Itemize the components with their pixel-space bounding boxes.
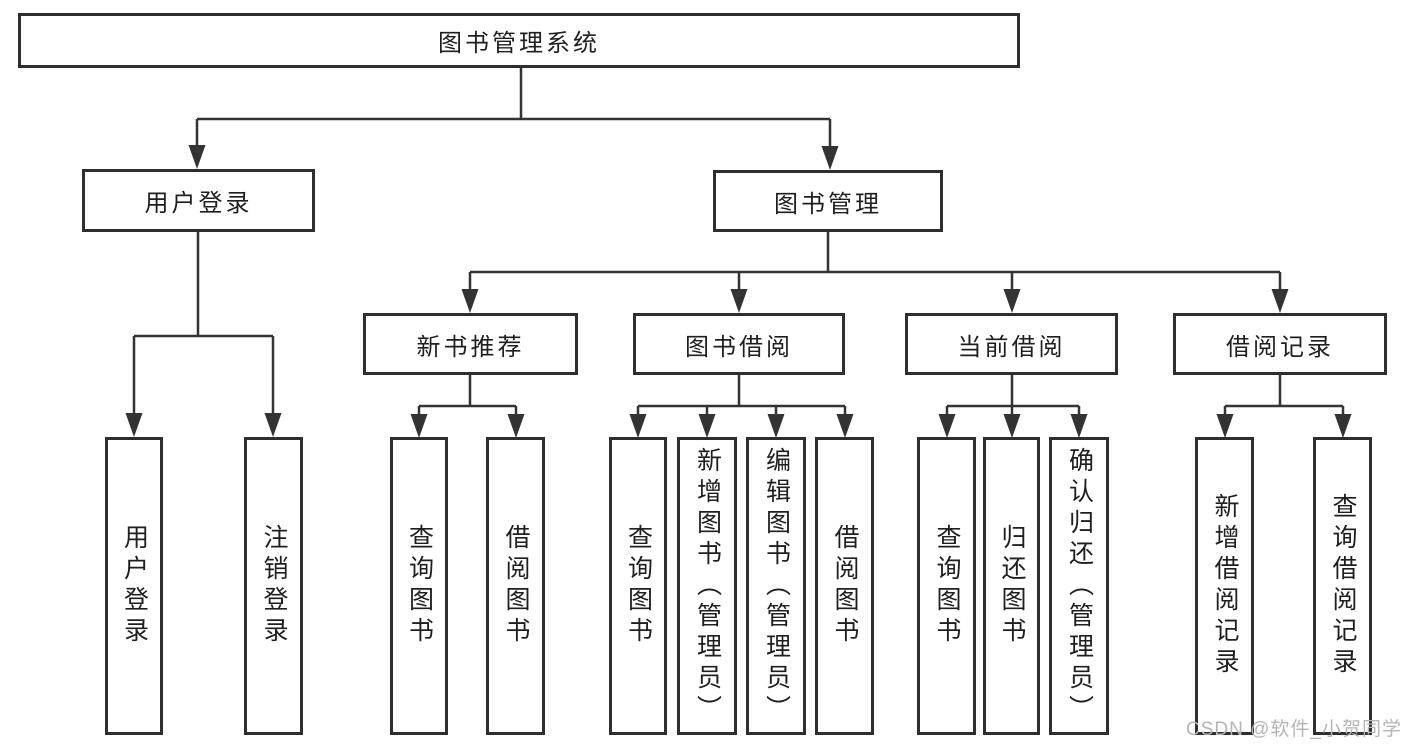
leaf-edit-books-admin-label: 编辑图书（管理员）	[762, 446, 791, 726]
node-new-book-recommend-label: 新书推荐	[416, 333, 525, 361]
node-borrowing-records: 借阅记录	[1173, 313, 1387, 375]
leaf-query-borrow-record-label: 查询借阅记录	[1329, 493, 1357, 679]
connector-bookmgmt-to-level3	[461, 232, 1289, 313]
leaf-query-borrow-record: 查询借阅记录	[1313, 437, 1372, 735]
leaf-borrow-books-1: 借阅图书	[486, 437, 545, 735]
leaf-edit-books-admin: 编辑图书（管理员）	[746, 437, 806, 735]
leaf-logout: 注销登录	[244, 437, 303, 735]
leaf-user-login-label: 用户登录	[120, 524, 149, 648]
node-book-management-label: 图书管理	[774, 190, 882, 218]
leaf-return-books-label: 归还图书	[998, 524, 1026, 648]
connector-borrow-to-leaves	[629, 375, 854, 438]
leaf-add-borrow-record-label: 新增借阅记录	[1211, 493, 1239, 679]
connector-userlogin-to-leaves	[125, 232, 282, 437]
node-book-borrowing: 图书借阅	[633, 313, 845, 375]
connector-root-to-level2	[188, 68, 839, 170]
node-book-management: 图书管理	[713, 170, 943, 232]
leaf-return-books: 归还图书	[983, 437, 1040, 735]
node-library-system: 图书管理系统	[18, 13, 1020, 68]
leaf-query-books-2-label: 查询图书	[624, 524, 653, 648]
leaf-add-borrow-record: 新增借阅记录	[1195, 437, 1254, 735]
leaf-query-books-1-label: 查询图书	[405, 524, 434, 648]
leaf-query-books-1: 查询图书	[390, 437, 448, 735]
leaf-borrow-books-2: 借阅图书	[815, 437, 874, 735]
connector-current-to-leaves	[938, 375, 1088, 438]
csdn-watermark: CSDN @软件_小贺同学	[1186, 719, 1402, 740]
leaf-add-books-admin: 新增图书（管理员）	[677, 437, 737, 735]
node-book-borrowing-label: 图书借阅	[685, 333, 793, 361]
node-library-system-label: 图书管理系统	[438, 30, 600, 57]
node-user-login-label: 用户登录	[144, 190, 253, 217]
leaf-user-login: 用户登录	[105, 437, 163, 735]
leaf-query-books-3: 查询图书	[917, 437, 976, 735]
leaf-add-books-admin-label: 新增图书（管理员）	[693, 446, 722, 726]
node-borrowing-records-label: 借阅记录	[1226, 333, 1334, 361]
node-current-borrowing-label: 当前借阅	[957, 333, 1066, 361]
node-user-login: 用户登录	[82, 169, 315, 232]
leaf-query-books-3-label: 查询图书	[933, 524, 961, 648]
leaf-borrow-books-1-label: 借阅图书	[502, 524, 530, 648]
leaf-borrow-books-2-label: 借阅图书	[831, 524, 859, 648]
node-current-borrowing: 当前借阅	[905, 313, 1118, 375]
connector-newbooks-to-leaves	[410, 375, 525, 438]
node-new-book-recommend: 新书推荐	[363, 313, 578, 375]
connector-records-to-leaves	[1216, 375, 1352, 438]
leaf-logout-label: 注销登录	[260, 524, 288, 648]
leaf-confirm-return-admin: 确认归还（管理员）	[1049, 437, 1109, 735]
leaf-confirm-return-admin-label: 确认归还（管理员）	[1065, 446, 1094, 726]
leaf-query-books-2: 查询图书	[609, 437, 667, 735]
